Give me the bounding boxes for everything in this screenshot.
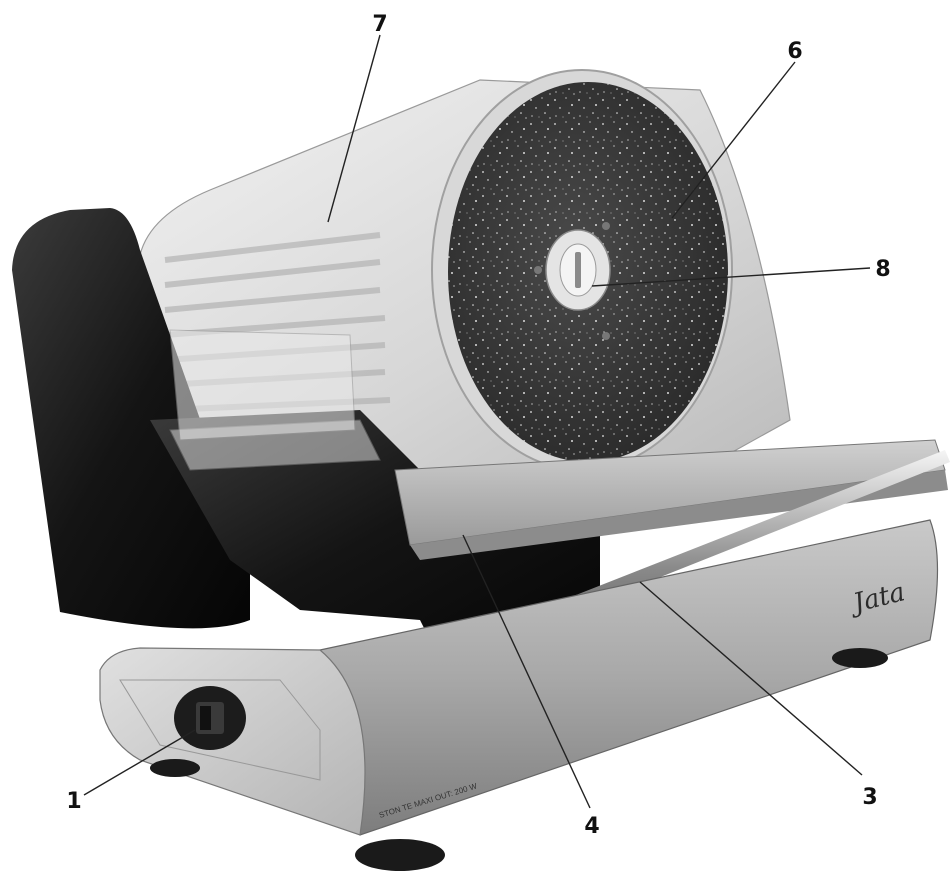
leader-7 (327, 34, 381, 223)
callout-3: 3 (862, 785, 877, 810)
callout-6: 6 (787, 39, 802, 64)
leader-4 (462, 534, 591, 809)
base-feet (150, 648, 888, 871)
thickness-plate (12, 208, 250, 629)
leader-8 (591, 267, 871, 287)
leader-lines (83, 34, 871, 809)
sliding-tray[interactable] (394, 439, 948, 560)
power-switch[interactable] (174, 686, 246, 750)
leader-6 (671, 61, 796, 219)
callout-1: 1 (66, 789, 81, 814)
blade-center-cap[interactable] (534, 222, 611, 340)
leader-3 (639, 581, 863, 776)
callout-4: 4 (584, 814, 599, 839)
callout-8: 8 (875, 257, 890, 282)
callout-7: 7 (372, 12, 387, 37)
leader-1 (83, 729, 196, 796)
